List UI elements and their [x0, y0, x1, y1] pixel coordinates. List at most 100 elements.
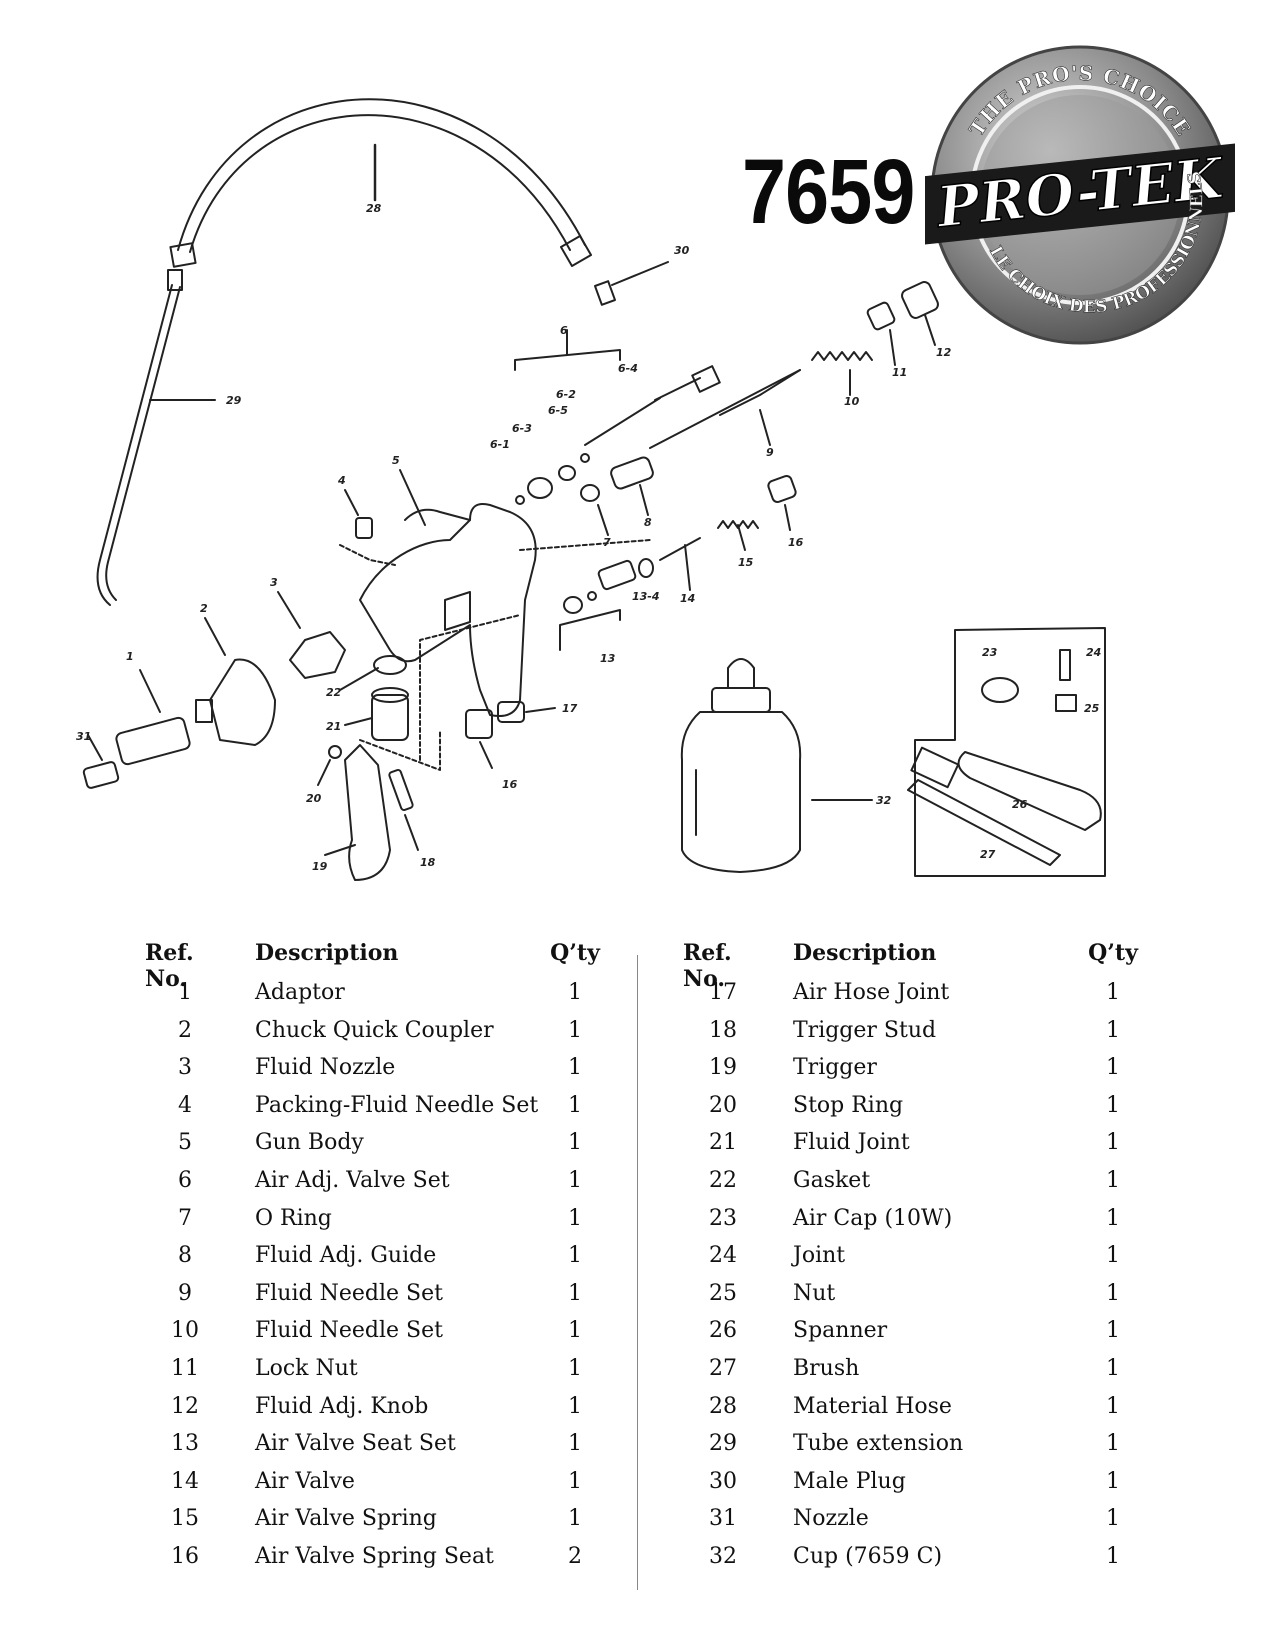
diagram-label: 28: [366, 202, 382, 215]
description-cell: Brush: [793, 1355, 860, 1381]
ref-cell: 18: [709, 1017, 737, 1043]
ref-cell: 2: [178, 1017, 192, 1043]
description-cell: Chuck Quick Coupler: [255, 1017, 494, 1043]
description-cell: Nozzle: [793, 1506, 869, 1532]
header-qty: Q’ty: [1088, 940, 1138, 966]
ref-cell: 17: [709, 980, 737, 1005]
ref-cell: 27: [709, 1355, 737, 1381]
exploded-parts-diagram: 1 2 3 4 5 6 6-1 6-2 6-3 6-4 6-5 7 8 9 10…: [76, 98, 1106, 881]
ref-cell: 29: [709, 1431, 737, 1457]
qty-cell: 1: [1106, 1431, 1120, 1457]
part-air-valve-assembly: [559, 474, 797, 651]
ref-cell: 13: [171, 1431, 199, 1457]
diagram-label: 32: [876, 794, 892, 807]
table-header: Ref. No. Description Q’ty: [673, 940, 1143, 992]
diagram-label: 19: [312, 860, 328, 873]
model-number: 7659: [742, 141, 915, 243]
description-cell: Male Plug: [793, 1468, 906, 1494]
description-cell: Stop Ring: [793, 1092, 904, 1118]
ref-cell: 9: [178, 1280, 192, 1306]
header-ref: Ref. No.: [683, 940, 732, 992]
diagram-label: 6-1: [490, 438, 510, 451]
diagram-label: 8: [644, 516, 652, 529]
qty-cell: 1: [1106, 1017, 1120, 1043]
description-cell: Fluid Needle Set: [255, 1280, 443, 1306]
qty-cell: 1: [568, 1017, 582, 1043]
ref-cell: 5: [178, 1130, 192, 1156]
diagram-label: 23: [982, 646, 998, 659]
qty-cell: 1: [1106, 1167, 1120, 1193]
ref-cell: 28: [709, 1393, 737, 1419]
diagram-label: 24: [1086, 646, 1101, 659]
qty-cell: 1: [568, 1431, 582, 1457]
qty-cell: 1: [568, 1280, 582, 1306]
diagram-label: 21: [326, 720, 341, 733]
description-cell: Gasket: [793, 1167, 871, 1193]
description-cell: Nut: [793, 1280, 836, 1306]
diagram-label: 18: [420, 856, 436, 869]
part-chuck-quick-coupler: [195, 617, 276, 746]
description-cell: Air Hose Joint: [793, 980, 950, 1005]
diagram-label: 27: [980, 848, 996, 861]
description-cell: Trigger: [793, 1055, 877, 1081]
description-cell: Packing-Fluid Needle Set: [255, 1092, 539, 1118]
diagram-label: 6-2: [556, 388, 576, 401]
diagram-label: 6-5: [548, 404, 568, 417]
ref-cell: 25: [709, 1280, 737, 1306]
diagram-label: 17: [562, 702, 578, 715]
qty-cell: 1: [568, 1393, 582, 1419]
diagram-label: 1: [126, 650, 134, 663]
ref-cell: 8: [178, 1243, 192, 1269]
table-divider: [637, 955, 638, 1590]
part-fluid-needle: [649, 281, 939, 449]
description-cell: Cup (7659 C): [793, 1543, 943, 1569]
ref-cell: 16: [171, 1543, 199, 1569]
diagram-label: 6-4: [618, 362, 638, 375]
description-cell: O Ring: [255, 1205, 332, 1231]
qty-cell: 1: [1106, 1393, 1120, 1419]
diagram-label: 6-3: [512, 422, 532, 435]
ref-cell: 15: [171, 1506, 199, 1532]
description-cell: Fluid Adj. Guide: [255, 1243, 437, 1269]
description-cell: Fluid Needle Set: [255, 1318, 443, 1344]
diagram-label: 26: [1012, 798, 1028, 811]
ref-cell: 10: [171, 1318, 199, 1344]
ref-cell: 23: [709, 1205, 737, 1231]
description-cell: Air Valve Seat Set: [255, 1431, 456, 1457]
qty-cell: 1: [1106, 1243, 1120, 1269]
ref-cell: 31: [709, 1506, 737, 1532]
part-male-plug: [594, 261, 669, 306]
qty-cell: 1: [568, 1130, 582, 1156]
table-row: 10 Fluid Needle Set 1: [135, 1318, 605, 1356]
ref-cell: 30: [709, 1468, 737, 1494]
ref-cell: 20: [709, 1092, 737, 1118]
table-row: 13 Air Valve Seat Set 1: [135, 1431, 605, 1469]
diagram-label: 22: [326, 686, 342, 699]
pro-tek-logo: THE PRO'S CHOICE PRO-TEK LE CHOIX DES PR…: [925, 45, 1235, 345]
ref-cell: 21: [709, 1130, 737, 1156]
part-fluid-joint: [339, 655, 409, 741]
diagram-label: 9: [766, 446, 774, 459]
description-cell: Air Valve Spring: [255, 1506, 437, 1532]
diagram-label: 11: [892, 366, 907, 379]
ref-cell: 32: [709, 1543, 737, 1569]
ref-cell: 14: [171, 1468, 199, 1494]
table-row: 2 Chuck Quick Coupler 1: [135, 1018, 605, 1056]
qty-cell: 1: [568, 1318, 582, 1344]
ref-cell: 12: [171, 1393, 199, 1419]
